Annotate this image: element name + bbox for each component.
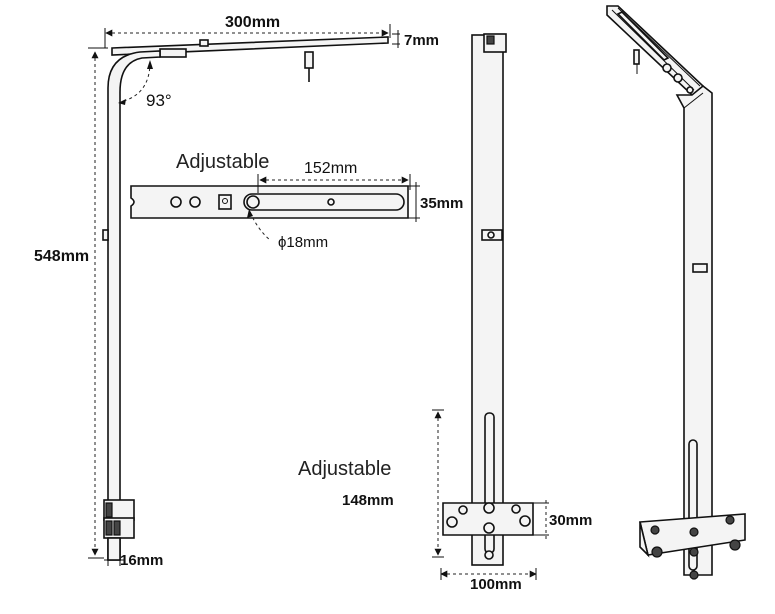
dim-30-label: 30mm — [549, 512, 592, 529]
dim-16-label: 16mm — [120, 552, 163, 569]
front-view-bracket — [442, 33, 534, 566]
slotted-plate — [130, 185, 409, 219]
adjustable-label-bottom: Adjustable — [298, 458, 391, 480]
dim-7-label: 7mm — [404, 32, 439, 49]
side-view-bracket — [102, 36, 389, 561]
dim-548-label: 548mm — [34, 248, 89, 265]
dim-100-label: 100mm — [470, 576, 522, 593]
perspective-view-bracket — [606, 5, 746, 580]
dim-35-label: 35mm — [420, 195, 463, 212]
dim-148-label: 148mm — [342, 492, 394, 509]
dim-152-label: 152mm — [304, 160, 357, 177]
dim-hole-label: ϕ18mm — [278, 234, 328, 251]
adjustable-label-top: Adjustable — [176, 151, 269, 173]
angle-label: 93° — [146, 91, 172, 110]
dim-300-label: 300mm — [225, 14, 280, 31]
